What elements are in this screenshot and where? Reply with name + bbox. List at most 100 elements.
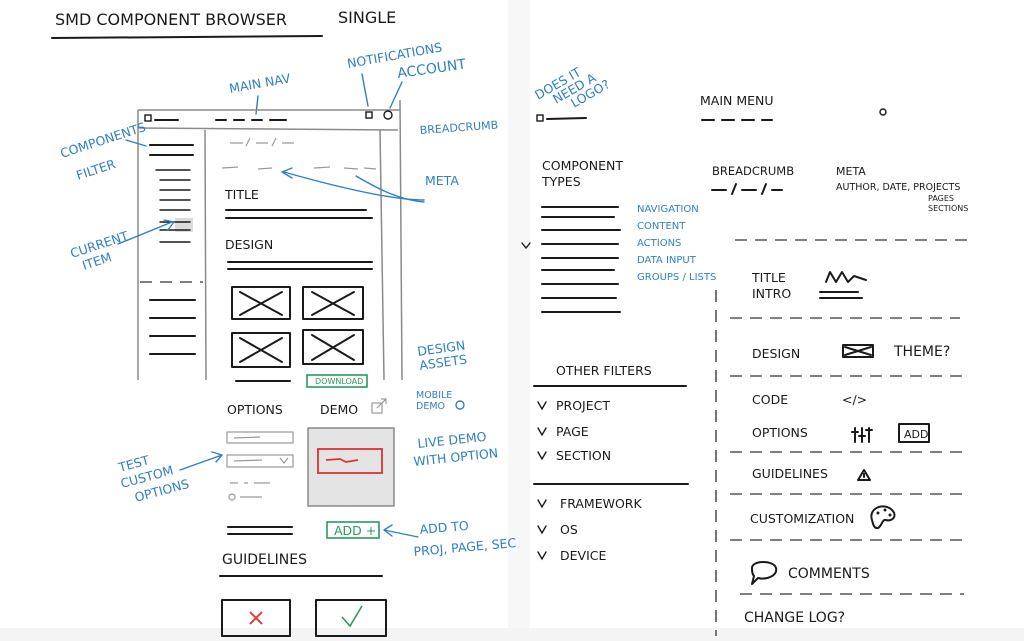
wf-title-lines (225, 209, 373, 219)
annotation-mobile-demo-2: DEMO (416, 401, 445, 412)
annotation-breadcrumb: BREADCRUMB (419, 119, 498, 137)
live-demo-red-scribble (325, 458, 359, 463)
wf-option-radio[interactable] (228, 493, 236, 501)
do-example-box (315, 599, 387, 637)
meta-scribble (221, 166, 377, 170)
wf-option-input-1-text (233, 436, 261, 439)
arrow-main-nav (255, 95, 259, 115)
sketch-subtitle: SINGLE (338, 8, 396, 27)
component-types-label-1: COMPONENT (542, 158, 623, 173)
palette-icon (870, 505, 896, 530)
filter-chevron-icons-a (537, 401, 547, 461)
wf-title-label: TITLE (224, 187, 259, 202)
sidebar-header-lines (149, 144, 194, 156)
annotation-components-filter-1: COMPONENTS (58, 119, 147, 161)
annotation-main-nav: MAIN NAV (228, 70, 292, 96)
logo-square-icon (144, 114, 152, 122)
wf-option-input-1[interactable] (226, 431, 294, 444)
options-add-label: ADD (904, 428, 928, 441)
download-button-label: DOWNLOAD (315, 377, 363, 386)
arrow-current-item (117, 219, 175, 245)
component-type-list (541, 206, 621, 313)
warning-icon (857, 469, 871, 481)
mobile-demo-icon (455, 400, 465, 410)
cross-icon (249, 611, 263, 625)
guidelines-label: GUIDELINES (752, 466, 828, 481)
wf-demo-label: DEMO (320, 402, 358, 417)
annotation-components-filter-2: FILTER (74, 156, 117, 183)
type-data-input[interactable]: DATA INPUT (637, 255, 697, 266)
sliders-icon (851, 427, 873, 443)
account-icon-2 (879, 108, 887, 116)
arrow-components-filter (125, 139, 147, 147)
wf-design-label: DESIGN (225, 237, 273, 252)
arrow-notifications (361, 73, 369, 107)
meta-pages: PAGES (928, 194, 954, 203)
sidebar-divider (204, 129, 207, 381)
nav-bar-line (137, 127, 399, 131)
account-icon (383, 110, 393, 120)
meta-sections: SECTIONS (928, 204, 968, 213)
arrow-meta-2 (355, 175, 425, 203)
change-log-label: CHANGE LOG? (744, 610, 845, 626)
breadcrumb-dashes (711, 183, 783, 195)
options-add-button[interactable] (898, 423, 930, 443)
annotation-add-to-1: ADD TO (419, 518, 470, 537)
intro-label: INTRO (752, 286, 791, 301)
title-scribble (825, 271, 867, 283)
sidebar-lower-lines (149, 299, 196, 355)
logo-line-2 (546, 117, 587, 120)
page-gap (508, 0, 530, 641)
type-groups-lists[interactable]: GROUPS / LISTS (637, 272, 716, 283)
chevron-down-icon[interactable] (521, 242, 531, 250)
filter-project[interactable]: PROJECT (556, 398, 610, 413)
code-label: CODE (752, 392, 788, 407)
wf-guidelines-label: GUIDELINES (222, 552, 307, 568)
sidebar-items (155, 169, 191, 211)
frame-right-edge (399, 99, 403, 381)
theme-label: THEME? (893, 344, 950, 360)
main-menu-label: MAIN MENU (700, 93, 774, 108)
live-demo-red-element (317, 448, 383, 474)
annotation-design-assets-2: ASSETS (418, 351, 468, 373)
annotation-live-demo-1: LIVE DEMO (417, 429, 488, 451)
download-button[interactable] (306, 374, 368, 388)
wf-design-lines (227, 261, 373, 270)
filter-page[interactable]: PAGE (556, 424, 589, 439)
design-label: DESIGN (752, 346, 800, 361)
arrow-account (389, 81, 403, 109)
arrow-test-custom (179, 451, 223, 471)
type-navigation[interactable]: NAVIGATION (637, 204, 699, 215)
content-right-line (379, 129, 385, 381)
code-icon: </> (842, 392, 867, 407)
add-button[interactable] (326, 521, 380, 539)
title-underline (51, 35, 323, 39)
annotation-design-assets-1: DESIGN (416, 337, 466, 359)
customization-label: CUSTOMIZATION (750, 511, 854, 526)
filter-os[interactable]: OS (560, 522, 578, 537)
page-bottom-edge (0, 628, 1024, 641)
wf-option-select[interactable] (226, 454, 294, 468)
filter-chevron-icons-b (537, 499, 547, 561)
add-button-label: ADD + (334, 523, 376, 538)
wf-add-lines (227, 526, 293, 535)
sidebar-items-2 (159, 221, 191, 243)
component-types-label-2: TYPES (541, 174, 581, 189)
meta-label: META (836, 165, 866, 178)
filter-device[interactable]: DEVICE (560, 548, 606, 563)
filter-section[interactable]: SECTION (556, 448, 611, 463)
live-demo-panel[interactable] (307, 427, 395, 507)
type-content[interactable]: CONTENT (637, 221, 686, 232)
intro-lines (819, 291, 863, 299)
meta-detail: AUTHOR, DATE, PROJECTS (836, 182, 960, 193)
logo-square-icon-2 (536, 114, 544, 122)
wf-options-label: OPTIONS (227, 402, 283, 417)
notification-icon (365, 111, 373, 119)
filter-framework[interactable]: FRAMEWORK (560, 496, 642, 511)
other-filters-label: OTHER FILTERS (556, 363, 652, 378)
arrow-meta-1 (281, 167, 425, 201)
check-icon (341, 605, 363, 628)
type-actions[interactable]: ACTIONS (637, 238, 681, 249)
dont-example-box (221, 599, 291, 637)
